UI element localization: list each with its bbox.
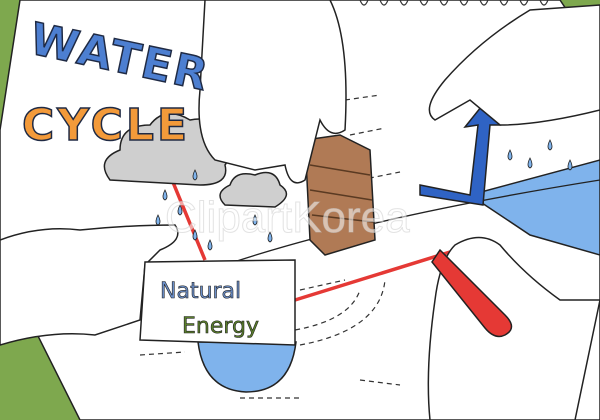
card-label-natural: Natural [160,279,241,304]
watermark: ClipartKorea [165,193,410,242]
hand-top [198,0,347,184]
cloud-large [103,112,233,186]
pond [197,341,297,393]
card-label-energy: Energy [182,314,259,339]
cloud-small [219,171,288,208]
spiral-binding [359,0,549,6]
natural-energy-card [139,259,296,346]
red-marker [431,248,513,338]
raindrops [155,139,573,251]
title-cycle: CYCLE [22,100,187,151]
brick-block [304,134,376,256]
red-string [168,174,451,302]
water-body [468,159,600,256]
dashed-arrows [139,94,401,399]
hand-left [0,224,179,346]
hand-top-right [428,4,600,126]
